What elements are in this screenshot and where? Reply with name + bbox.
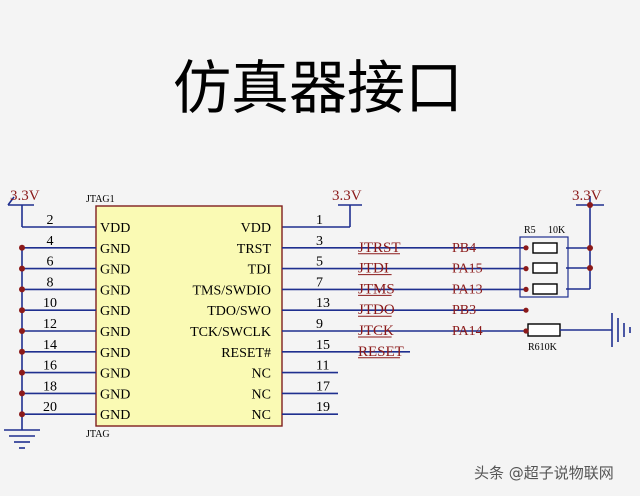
left-pin-number: 16 — [43, 359, 57, 374]
port-junction-dot — [523, 286, 529, 292]
right-pin-label: NC — [252, 367, 271, 382]
resistor-r6 — [527, 323, 561, 337]
right-pin-number: 13 — [316, 296, 330, 311]
power-label-mid: 3.3V — [332, 188, 362, 204]
port-label: PA15 — [452, 262, 483, 277]
left-pin-number: 6 — [47, 255, 54, 270]
right-pin-number: 11 — [316, 359, 329, 374]
resistor-r5-c — [532, 283, 558, 295]
left-pin-label: GND — [100, 304, 130, 319]
rail-junction-dot — [587, 245, 593, 251]
right-pin-number: 1 — [316, 213, 323, 228]
right-pin-number: 15 — [316, 338, 330, 353]
port-label: PB3 — [452, 303, 476, 318]
left-pin-number: 4 — [47, 234, 54, 249]
right-pin-label: NC — [252, 408, 271, 423]
power-arrow-left — [7, 196, 15, 206]
chip-footer: JTAG — [86, 429, 110, 440]
net-label-group: JTRST JTDI JTMS JTDO JTCK RESET PB4PA15PA13PB3… — [358, 202, 593, 360]
power-label-left: 3.3V — [10, 188, 40, 204]
port-junction-dot — [523, 307, 529, 313]
junction-dot — [19, 307, 25, 314]
net-label: JTDI — [358, 261, 389, 277]
right-pin-number: 19 — [316, 400, 330, 415]
right-pin-number: 9 — [316, 317, 323, 332]
right-pin-label: TMS/SWDIO — [192, 283, 271, 298]
right-pin-number: 5 — [316, 255, 323, 270]
port-label: PB4 — [452, 241, 476, 256]
junction-dot — [19, 369, 25, 376]
net-label: JTDO — [358, 302, 395, 318]
junction-dot — [19, 244, 25, 251]
net-label: JTMS — [358, 281, 395, 297]
left-pin-label: GND — [100, 367, 130, 382]
resistor-r5-b — [532, 262, 558, 274]
left-pin-label: GND — [100, 408, 130, 423]
right-pin-label: TDO/SWO — [207, 304, 271, 319]
watermark: 头条 @超子说物联网 — [474, 464, 614, 482]
left-pin-number: 8 — [47, 275, 54, 290]
jtag-connector-body — [95, 205, 283, 427]
right-pin-number: 7 — [316, 275, 323, 290]
power-label-right: 3.3V — [572, 188, 602, 204]
left-pin-number: 20 — [43, 400, 57, 415]
right-pin-label: VDD — [241, 221, 271, 236]
left-pin-number: 14 — [43, 338, 57, 353]
page-title: 仿真器接口 — [173, 54, 463, 122]
left-pin-label: VDD — [100, 221, 130, 236]
rail-junction-dot — [587, 202, 593, 208]
junction-dot — [19, 348, 25, 355]
junction-dot — [19, 328, 25, 334]
junction-dot — [19, 411, 25, 418]
right-pin-label: TDI — [248, 263, 272, 278]
junction-dot — [19, 390, 25, 397]
left-pin-number: 12 — [43, 317, 57, 332]
rail-junction-dot — [587, 265, 593, 271]
net-label: JTCK — [358, 323, 394, 339]
port-label: PA13 — [452, 282, 483, 297]
right-pin-number: 17 — [316, 379, 330, 394]
left-pin-label: GND — [100, 325, 130, 340]
chip-designator: JTAG1 — [86, 194, 115, 205]
right-pin-label: RESET# — [221, 346, 271, 361]
junction-dot — [19, 265, 25, 272]
left-pin-number: 10 — [43, 296, 57, 311]
port-junction-dot — [523, 245, 529, 251]
port-label: PA14 — [452, 324, 483, 339]
left-pin-number: 2 — [47, 213, 54, 228]
left-pin-label: GND — [100, 263, 130, 278]
resistor-network-outline — [519, 236, 569, 298]
net-label: RESET — [358, 344, 404, 360]
left-pin-label: GND — [100, 242, 130, 257]
port-junction-dot — [523, 328, 529, 334]
port-junction-dot — [523, 266, 529, 272]
left-pin-label: GND — [100, 283, 130, 298]
right-pin-label: TCK/SWCLK — [190, 325, 271, 340]
resistor-r5-a — [532, 242, 558, 254]
left-pin-group: VDD2GND4GND6GND8GND10GND12GND14GND16GND1… — [19, 213, 130, 423]
resistor-r5-value: 10K — [548, 225, 566, 236]
resistor-r5-label: R5 — [524, 225, 536, 236]
right-pin-label: NC — [252, 387, 271, 402]
left-pin-label: GND — [100, 346, 130, 361]
right-pin-label: TRST — [237, 242, 272, 257]
net-label: JTRST — [358, 240, 401, 256]
left-pin-number: 18 — [43, 379, 57, 394]
right-pin-number: 3 — [316, 234, 323, 249]
resistor-r6-label: R610K — [528, 342, 558, 353]
junction-dot — [19, 286, 25, 293]
left-pin-label: GND — [100, 387, 130, 402]
